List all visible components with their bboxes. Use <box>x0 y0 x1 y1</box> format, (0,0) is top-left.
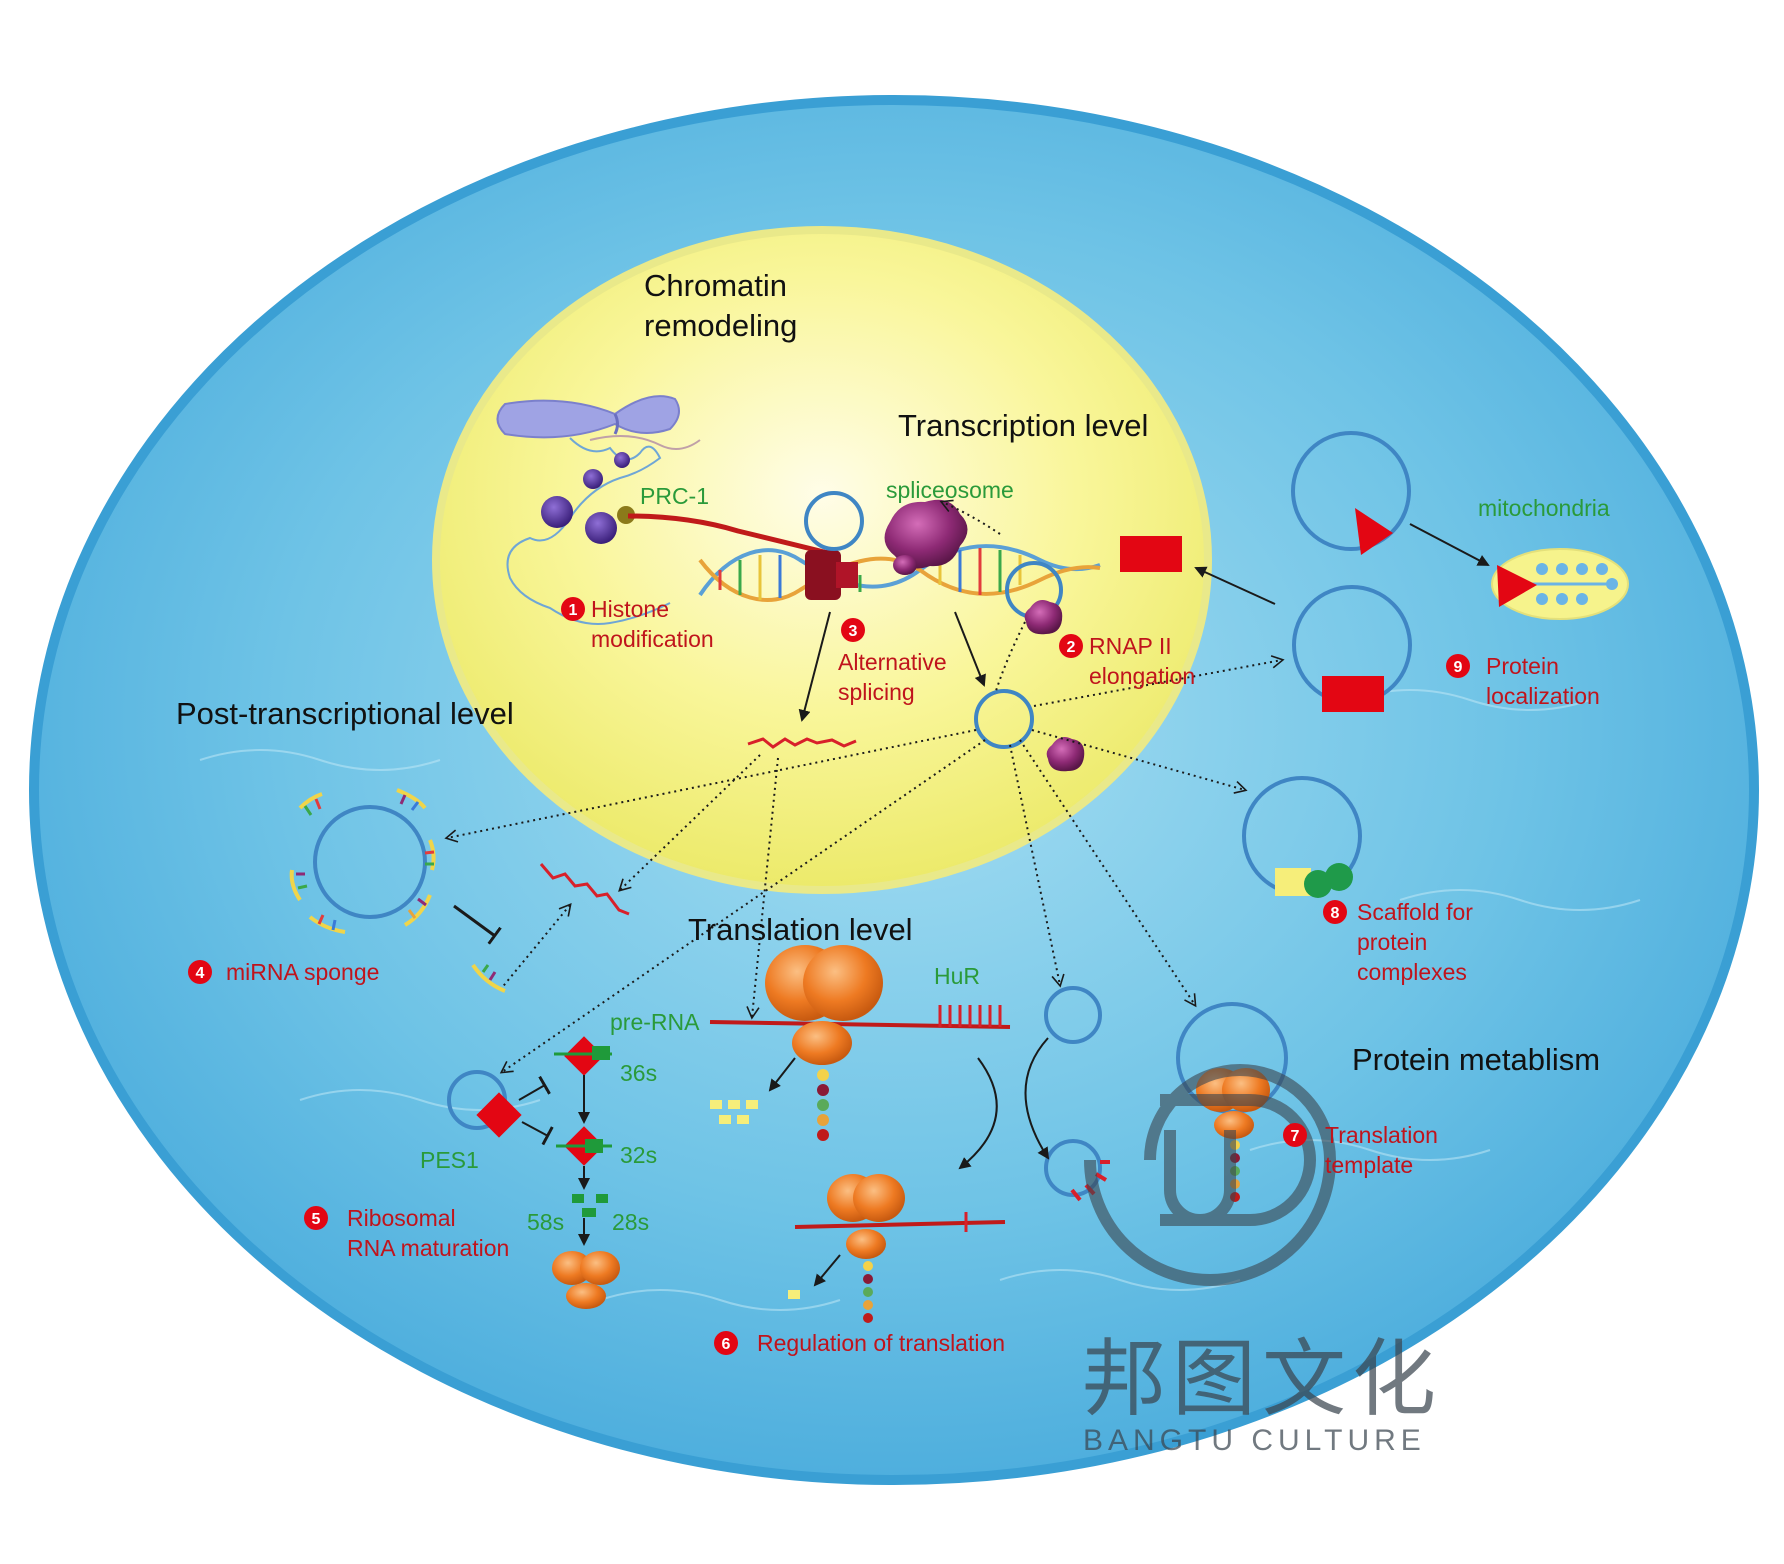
mirna-sponge-icon <box>289 788 436 934</box>
heading-chromatin-line1: Chromatin <box>644 268 787 303</box>
label-prc1: PRC-1 <box>640 483 709 509</box>
circrna-icon <box>804 491 864 551</box>
chromosome-icon <box>496 395 680 439</box>
rnap2-icon <box>1046 737 1085 772</box>
rrna-58s-icon <box>582 1208 596 1217</box>
inhibition-line <box>453 904 502 945</box>
svg-text:RNA maturation: RNA maturation <box>347 1235 509 1261</box>
label-58s: 58s <box>527 1209 564 1235</box>
svg-text:elongation: elongation <box>1089 663 1195 689</box>
label-mitochondria: mitochondria <box>1478 495 1610 521</box>
solid-arrows <box>798 523 1490 722</box>
svg-text:1: 1 <box>569 602 578 619</box>
mechanism-1: 1 Histone modification <box>561 596 714 652</box>
watermark-chinese: 邦图文化 <box>1082 1330 1442 1428</box>
peptide-chain-icon <box>863 1261 873 1323</box>
release-arrow <box>768 1057 796 1092</box>
svg-text:RNAP II: RNAP II <box>1089 633 1172 659</box>
rrna-28s-icon <box>596 1194 608 1203</box>
nucleosome-icon <box>614 452 630 468</box>
free-mirna-icon <box>471 963 506 993</box>
svg-text:4: 4 <box>196 965 205 982</box>
localization-circrna-icon <box>1292 585 1412 712</box>
mechanism-5: 5 Ribosomal RNA maturation <box>304 1205 509 1261</box>
svg-text:Translation: Translation <box>1325 1122 1438 1148</box>
mechanism-9: 9 Protein localization <box>1446 653 1600 709</box>
mature-ribosome-icon <box>552 1251 620 1309</box>
svg-text:Scaffold for: Scaffold for <box>1357 899 1473 925</box>
circrna-icon <box>1044 986 1102 1044</box>
rrna-58s-icon <box>572 1194 584 1203</box>
pre-rrna-32s-icon <box>556 1126 612 1166</box>
localization-circrna-icon <box>1291 431 1411 555</box>
svg-text:5: 5 <box>312 1211 321 1228</box>
bangtu-logo-icon <box>1084 1064 1336 1286</box>
peptide-chain-icon <box>817 1069 829 1141</box>
svg-text:modification: modification <box>591 626 714 652</box>
svg-text:2: 2 <box>1067 639 1076 656</box>
svg-text:8: 8 <box>1331 905 1340 922</box>
heading-transcription: Transcription level <box>898 408 1148 443</box>
svg-text:Histone: Histone <box>591 596 669 622</box>
label-32s: 32s <box>620 1142 657 1168</box>
svg-text:7: 7 <box>1291 1128 1300 1145</box>
histone-modifier-icon <box>805 550 858 600</box>
mechanism-4: 4 miRNA sponge <box>188 959 379 985</box>
svg-text:miRNA sponge: miRNA sponge <box>226 959 379 985</box>
label-36s: 36s <box>620 1060 657 1086</box>
label-spliceosome: spliceosome <box>886 477 1014 503</box>
nucleosome-icon <box>585 512 617 544</box>
mitochondria-icon <box>1491 548 1629 620</box>
svg-text:template: template <box>1325 1152 1413 1178</box>
mechanism-8: 8 Scaffold for protein complexes <box>1323 899 1473 985</box>
ribosome-hur-icon <box>709 945 1011 1065</box>
rnap2-icon <box>1024 600 1063 635</box>
mechanism-3: 3 Alternative splicing <box>838 618 947 705</box>
svg-text:9: 9 <box>1454 659 1463 676</box>
label-hur: HuR <box>934 963 980 989</box>
red-protein-icon <box>1120 536 1182 572</box>
linear-rna-icon <box>747 737 857 749</box>
released-fragments-icon <box>710 1100 758 1124</box>
svg-text:Ribosomal: Ribosomal <box>347 1205 456 1231</box>
circrna-bound-icon <box>1044 1139 1102 1197</box>
scaffold-icon <box>1242 776 1362 898</box>
spliceosome-icon <box>884 499 968 575</box>
svg-text:Regulation of translation: Regulation of translation <box>757 1330 1005 1356</box>
prc1-icon <box>617 506 635 524</box>
dotted-arrows <box>444 499 1285 1074</box>
red-rna-strand <box>627 513 829 556</box>
cycle-arrows <box>958 1037 1050 1170</box>
mechanism-6: 6 Regulation of translation <box>714 1330 1005 1356</box>
mechanism-2: 2 RNAP II elongation <box>1059 633 1195 689</box>
heading-chromatin-line2: remodeling <box>644 308 797 343</box>
svg-text:protein: protein <box>1357 929 1427 955</box>
heading-protein-metabolism: Protein metablism <box>1352 1042 1600 1077</box>
watermark-english: BANGTU CULTURE <box>1083 1424 1426 1457</box>
nucleosome-icon <box>583 469 603 489</box>
label-28s: 28s <box>612 1209 649 1235</box>
inhibition-lines <box>518 1075 554 1146</box>
target-mrna-icon <box>539 863 630 916</box>
svg-text:6: 6 <box>722 1336 731 1353</box>
label-pre-rna: pre-RNA <box>610 1009 700 1035</box>
svg-text:complexes: complexes <box>1357 959 1467 985</box>
central-circrna-icon <box>974 689 1034 749</box>
released-fragment-icon <box>788 1290 800 1299</box>
svg-text:Alternative: Alternative <box>838 649 947 675</box>
mechanism-7: 7 Translation template <box>1283 1122 1438 1178</box>
heading-post-transcriptional: Post-transcriptional level <box>176 696 514 731</box>
svg-text:splicing: splicing <box>838 679 915 705</box>
release-arrow <box>813 1254 841 1287</box>
svg-text:Protein: Protein <box>1486 653 1559 679</box>
ribosome-regulated-icon <box>794 1174 1006 1259</box>
svg-text:localization: localization <box>1486 683 1600 709</box>
pre-rrna-36s-icon <box>554 1036 612 1076</box>
svg-text:3: 3 <box>849 623 858 640</box>
heading-translation: Translation level <box>688 912 913 947</box>
label-pes1: PES1 <box>420 1147 479 1173</box>
nucleosome-icon <box>541 496 573 528</box>
